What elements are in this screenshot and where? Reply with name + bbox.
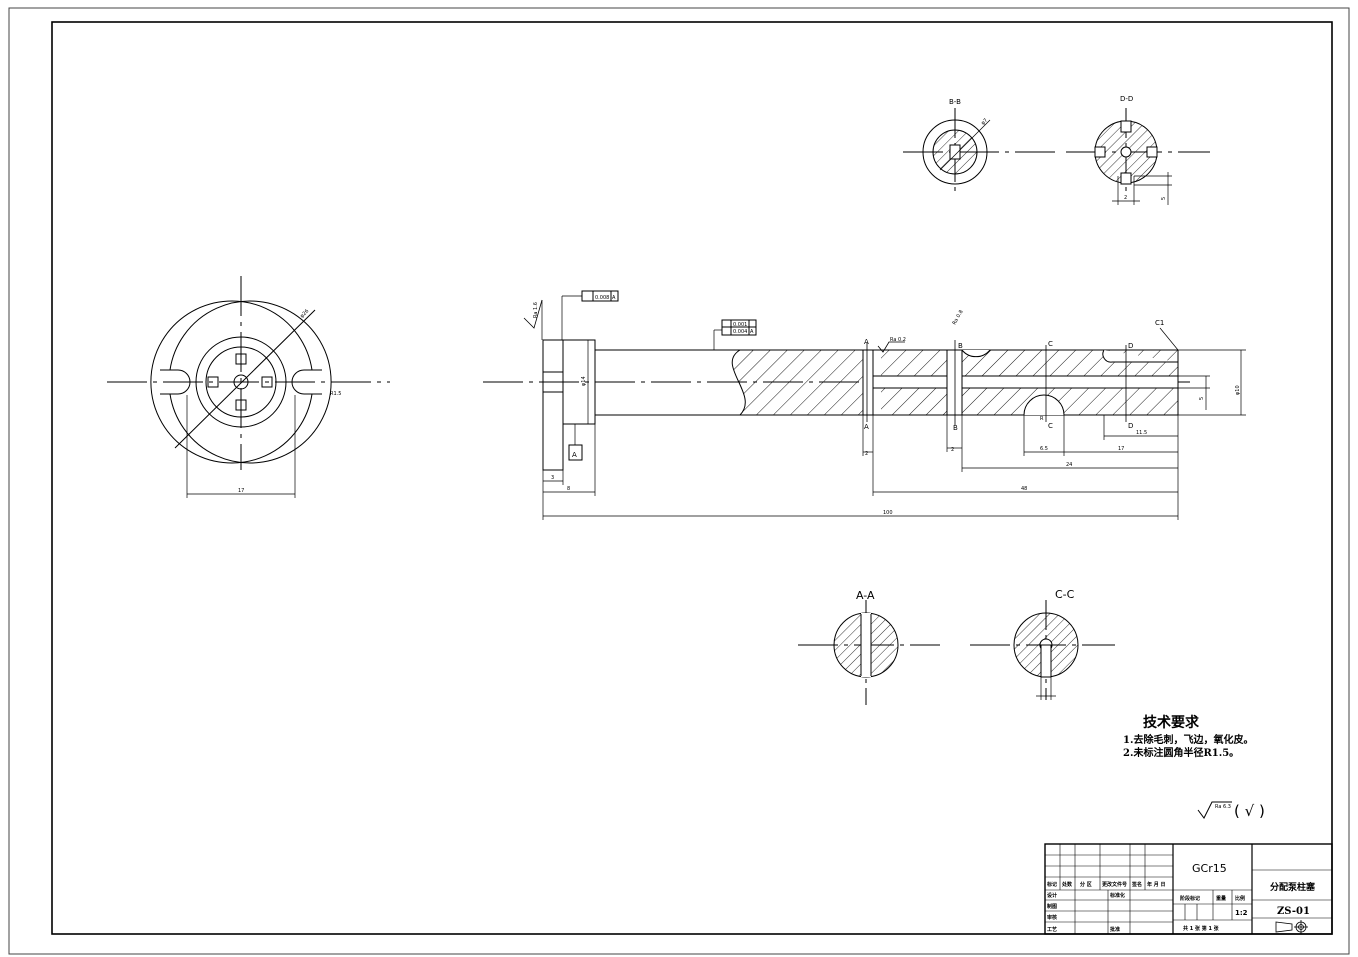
section-dd-dim-b: 5: [1161, 197, 1167, 200]
section-aa: [798, 600, 940, 705]
section-d-label-top: D: [1128, 342, 1133, 350]
roughness-mid: Ra 0.2: [890, 337, 906, 343]
tb-row-draw: 制图: [1047, 903, 1057, 910]
end-view-diameter-dim: φ26: [299, 308, 310, 319]
section-bb: [903, 108, 1055, 196]
tb-row-std: 标准化: [1109, 892, 1125, 899]
tech-title: 技术要求: [1143, 714, 1200, 731]
dim-b-small: 2: [951, 447, 954, 453]
tb-col-mark: 标记: [1046, 881, 1057, 888]
roughness-other-symbol: [1197, 801, 1232, 819]
end-view: [107, 276, 390, 498]
section-dd: [1066, 108, 1210, 205]
title-block: [1044, 843, 1333, 935]
dim-24: 24: [1066, 462, 1072, 468]
section-c-label-top: C: [1048, 340, 1053, 348]
chamfer-label: C1: [1155, 319, 1164, 327]
dim-11-5: 11.5: [1136, 430, 1147, 436]
section-c-label-bottom: C: [1048, 422, 1053, 430]
section-aa-label: A-A: [856, 589, 875, 602]
tb-col-sign: 签名: [1131, 881, 1142, 888]
section-bb-dim: φ7: [980, 118, 989, 127]
roughness-left: Ra 1.6: [533, 302, 539, 318]
fcf1-datum: A: [612, 295, 616, 301]
section-a-label-bottom: A: [864, 423, 869, 431]
fcf1-value: 0.008: [595, 295, 609, 301]
section-a-label-top: A: [864, 338, 869, 346]
roughness-b: Ra 0.8: [952, 309, 965, 326]
roughness-other-value: Ra 6.3: [1215, 804, 1231, 810]
dim-17: 17: [1118, 446, 1124, 452]
outer-frame: [8, 7, 1350, 955]
part-name: 分配泵柱塞: [1270, 881, 1316, 893]
tb-col-zone: 分 区: [1080, 881, 1092, 888]
tb-row-process: 工艺: [1047, 926, 1057, 933]
inner-frame: [51, 21, 1333, 935]
main-view: [483, 290, 1246, 520]
section-d-label-bottom: D: [1128, 422, 1133, 430]
section-b-label-bottom: B: [953, 424, 958, 432]
tb-row-design: 设计: [1047, 892, 1057, 899]
dim-inner: 5: [1199, 397, 1205, 400]
tech-line-2: 2.未标注圆角半径R1.5。: [1123, 746, 1239, 759]
end-view-radius-dim: R1.5: [330, 391, 341, 397]
fcf2-value2: 0.004: [733, 329, 747, 335]
tb-col-date: 年 月 日: [1147, 881, 1165, 888]
dim-r: R: [1040, 416, 1044, 422]
tb-stage-label: 阶段标记: [1180, 895, 1200, 902]
dim-flange-dia: φ14: [581, 376, 587, 386]
datum-label: A: [572, 451, 577, 459]
tb-row-approve: 批准: [1110, 926, 1120, 933]
fcf2-datum: A: [750, 329, 754, 335]
tb-scale-label: 比例: [1235, 895, 1245, 902]
section-b-label-top: B: [958, 342, 963, 350]
fcf2-value1: 0.001: [733, 322, 747, 328]
tb-sheet-info: 共 1 张 第 1 张: [1183, 925, 1220, 932]
dim-100: 100: [883, 510, 893, 516]
tb-row-check: 审核: [1047, 914, 1057, 921]
section-cc-label: C-C: [1055, 588, 1075, 601]
dim-3: 3: [551, 475, 554, 481]
dim-a-small: 2: [865, 451, 868, 457]
tb-weight-label: 重量: [1216, 895, 1226, 902]
section-bb-label: B-B: [949, 98, 961, 106]
end-view-width-dim: 17: [238, 488, 244, 494]
dim-8: 8: [567, 486, 570, 492]
material-label: GCr15: [1192, 862, 1227, 875]
section-dd-label: D-D: [1120, 95, 1133, 103]
dim-shaft-dia: φ10: [1235, 385, 1241, 395]
tech-line-1: 1.去除毛刺，飞边，氧化皮。: [1123, 733, 1253, 746]
dim-6-5: 6.5: [1040, 446, 1048, 452]
tb-scale-value: 1:2: [1235, 909, 1248, 917]
roughness-other-paren: ( √ ): [1234, 802, 1265, 820]
section-dd-dim-a: 2: [1124, 195, 1127, 201]
section-cc: [970, 600, 1115, 700]
dim-48: 48: [1021, 486, 1027, 492]
drawing-number: ZS-01: [1277, 906, 1310, 917]
tb-col-count: 处数: [1061, 881, 1073, 888]
tb-col-doc: 更改文件号: [1102, 881, 1127, 888]
